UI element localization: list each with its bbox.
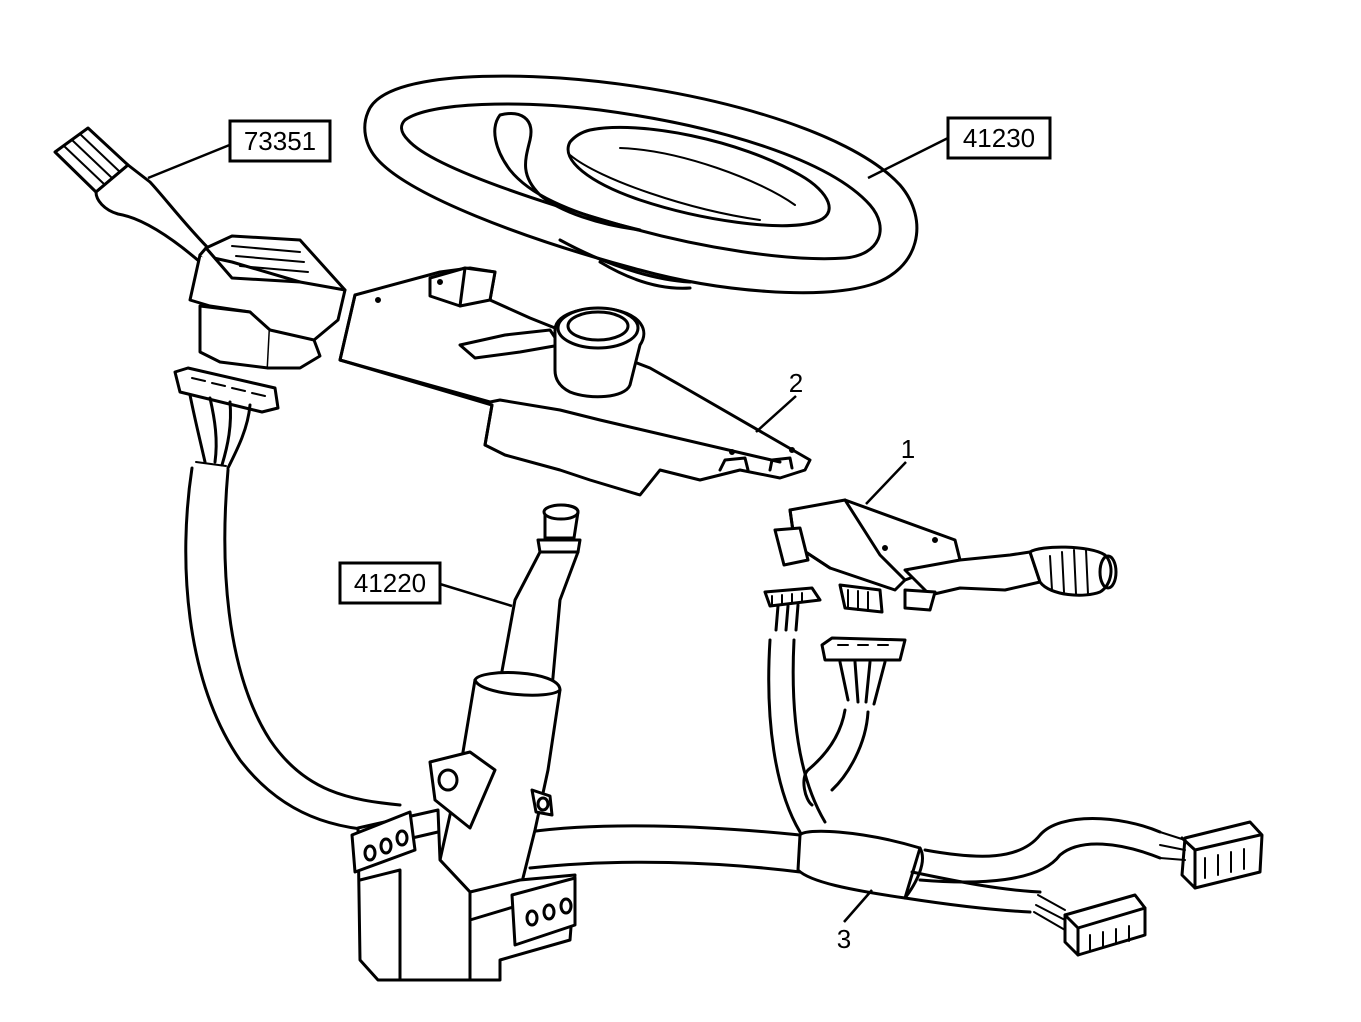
- left-connector: [173, 366, 280, 470]
- leader-41220: [439, 582, 513, 608]
- harness-connector-lower-right: [1033, 893, 1147, 957]
- item-number-2: 2: [789, 368, 803, 398]
- right-stalk-switch: [773, 498, 1118, 614]
- right-connector-lower: [820, 636, 907, 706]
- column-shroud: [338, 266, 812, 497]
- left-stalk-switch: [53, 126, 347, 370]
- callout-41220-text: 41220: [354, 568, 426, 598]
- callout-73351-text: 73351: [244, 126, 316, 156]
- item-number-1: 1: [901, 434, 915, 464]
- right-connector-upper: [763, 586, 822, 632]
- leader-2: [755, 395, 797, 433]
- steering-wheel: [363, 74, 919, 295]
- harness-connector-upper-right: [1159, 820, 1264, 890]
- leader-3: [843, 889, 873, 923]
- item-number-3: 3: [837, 924, 851, 954]
- steering-column: [350, 503, 582, 982]
- left-harness-cable: [184, 461, 402, 834]
- leader-73351: [147, 142, 233, 180]
- callout-41220: 41220: [338, 561, 442, 605]
- callout-41230: 41230: [946, 116, 1052, 160]
- callout-73351: 73351: [228, 119, 332, 163]
- main-harness: [526, 638, 1162, 914]
- leader-1: [865, 461, 907, 505]
- leader-41230: [867, 136, 949, 180]
- callout-41230-text: 41230: [963, 123, 1035, 153]
